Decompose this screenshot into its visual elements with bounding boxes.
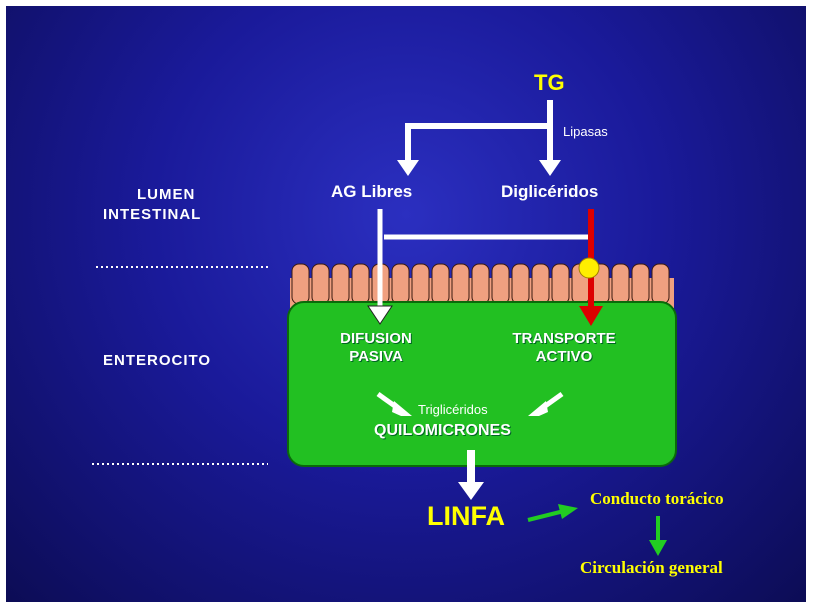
- difusion-arrow-head: [367, 305, 393, 325]
- green-arrow-shaft-1: [527, 509, 565, 522]
- trigliceridos-label: Triglicéridos: [418, 402, 488, 417]
- microvillus: [551, 263, 570, 305]
- ag-libres-label: AG Libres: [331, 182, 413, 201]
- left-diagonal-head: [392, 401, 412, 416]
- circulacion-general-label: Circulación general: [580, 558, 723, 577]
- lipasas-label: Lipasas: [563, 124, 608, 139]
- quilomicrones-label: QUILOMICRONES: [374, 422, 511, 439]
- arrow-to-ag-libres: [397, 160, 419, 176]
- linfa-arrow-head: [458, 482, 484, 500]
- microvilli: [290, 263, 674, 308]
- transporte-arrow-head: [579, 306, 603, 326]
- right-diagonal-head: [528, 401, 548, 416]
- microvillus: [531, 263, 550, 305]
- lumen-label-line2: INTESTINAL: [103, 206, 202, 223]
- arrow-to-digliceridos: [539, 160, 561, 176]
- digestion-diagram: [92, 100, 677, 556]
- microvillus: [631, 263, 650, 305]
- microvillus: [491, 263, 510, 305]
- microvillus: [511, 263, 530, 305]
- linfa-label: LINFA: [427, 501, 505, 531]
- enterocito-label: ENTEROCITO: [103, 352, 212, 369]
- lumen-label-line1: LUMEN: [137, 186, 196, 203]
- slide: TG Lipasas AG Libres Diglicéridos LUMEN …: [6, 6, 806, 602]
- green-arrow-head-2: [649, 540, 667, 556]
- green-arrow-head-1: [558, 504, 578, 519]
- microvillus: [291, 263, 310, 305]
- microvillus: [651, 263, 670, 305]
- difusion-label-line1: DIFUSION: [340, 330, 412, 347]
- enterocyte-cell: [287, 301, 677, 467]
- transporte-label-line1: TRANSPORTE: [512, 330, 616, 347]
- difusion-label-line2: PASIVA: [349, 348, 403, 365]
- tg-label: TG: [534, 70, 565, 95]
- microvillus: [451, 263, 470, 305]
- villi-tops: [291, 263, 670, 305]
- microvillus: [471, 263, 490, 305]
- microvillus: [391, 263, 410, 305]
- transporte-label-line2: ACTIVO: [535, 348, 593, 365]
- microvillus: [351, 263, 370, 305]
- microvillus: [411, 263, 430, 305]
- carrier-protein: [578, 257, 600, 279]
- conducto-toracico-label: Conducto torácico: [590, 489, 724, 508]
- microvillus: [431, 263, 450, 305]
- microvillus: [311, 263, 330, 305]
- digliceridos-label: Diglicéridos: [501, 182, 599, 201]
- microvillus: [611, 263, 630, 305]
- microvillus: [331, 263, 350, 305]
